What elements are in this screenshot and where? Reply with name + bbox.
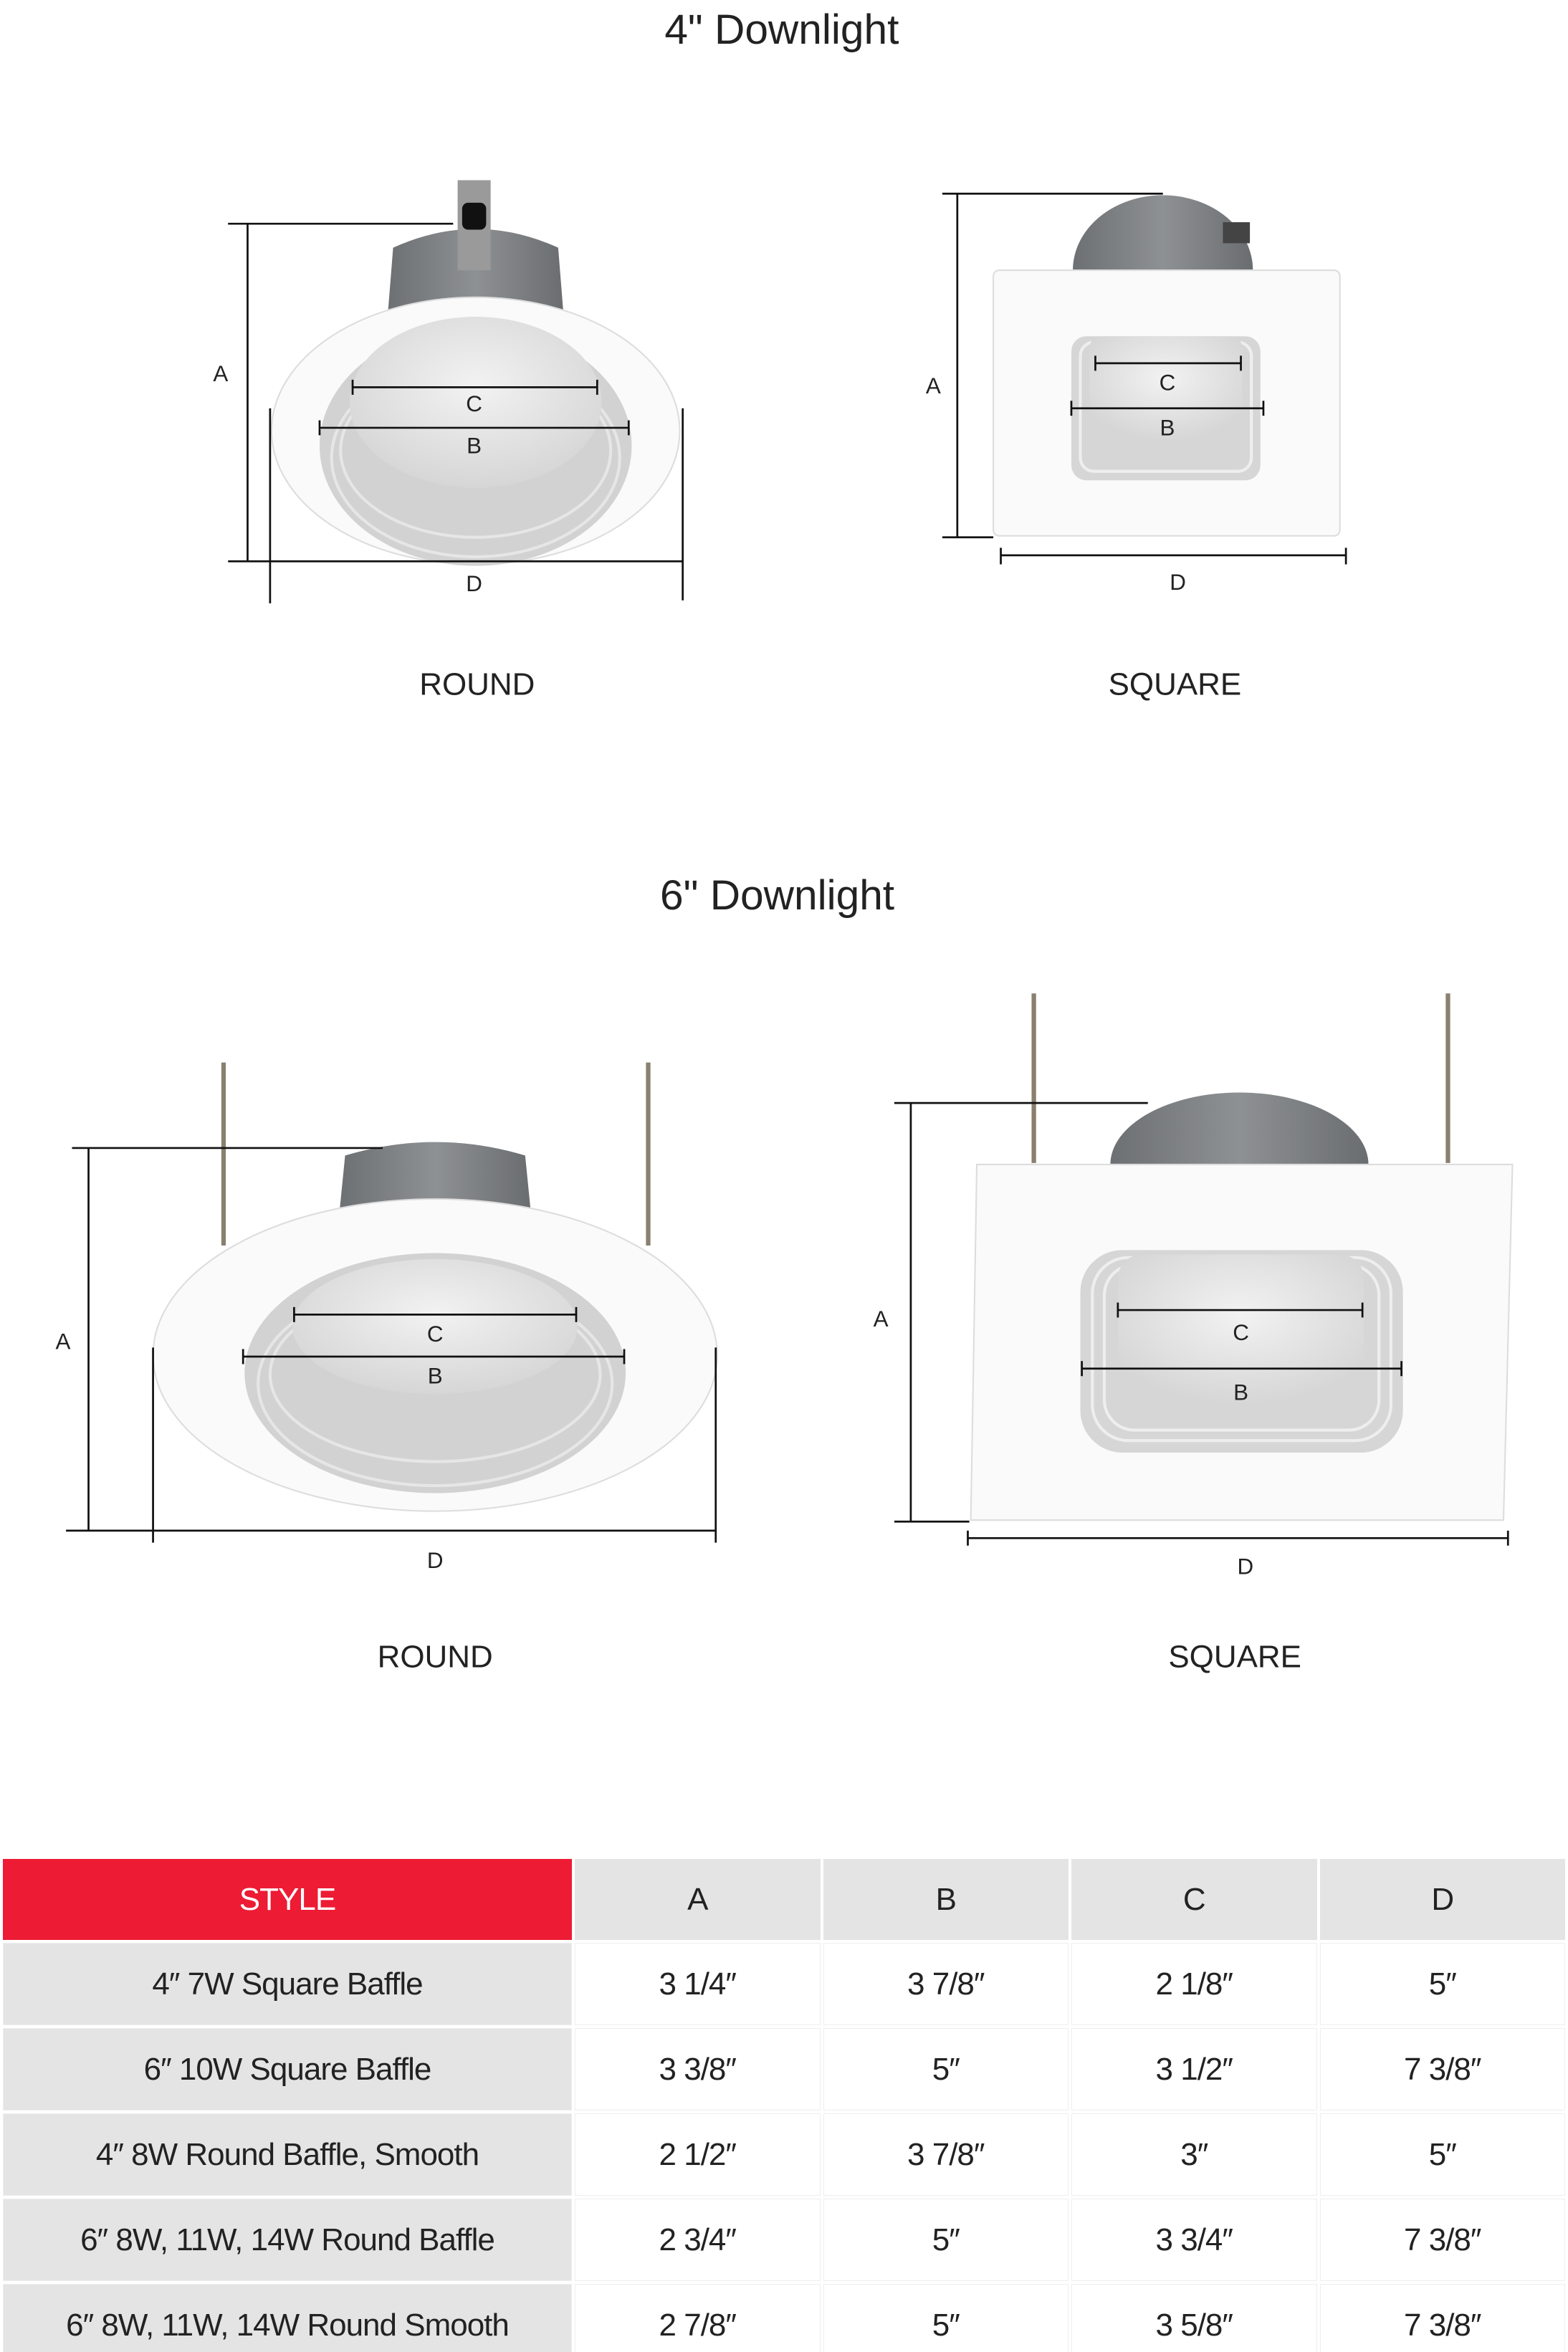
dim-label-c: C xyxy=(427,1321,444,1347)
drawing-4in-square: A C B D SQUARE xyxy=(926,192,1347,702)
table-header-row: STYLE A B C D xyxy=(3,1859,1565,1940)
table-row: 4″ 8W Round Baffle, Smooth 2 1/2″ 3 7/8″… xyxy=(3,2113,1565,2196)
table-row: 6″ 8W, 11W, 14W Round Baffle 2 3/4″ 5″ 3… xyxy=(3,2199,1565,2281)
view-label-round: ROUND xyxy=(378,1639,493,1674)
cell-d: 5″ xyxy=(1319,2113,1565,2196)
table-row: 4″ 7W Square Baffle 3 1/4″ 3 7/8″ 2 1/8″… xyxy=(3,1943,1565,2025)
cell-style: 6″ 10W Square Baffle xyxy=(3,2028,572,2110)
header-d: D xyxy=(1319,1859,1565,1940)
cell-a: 2 7/8″ xyxy=(575,2284,821,2352)
dim-label-d: D xyxy=(1238,1554,1254,1579)
dim-label-d: D xyxy=(427,1548,444,1573)
cell-d: 7 3/8″ xyxy=(1319,2028,1565,2110)
cell-style: 4″ 8W Round Baffle, Smooth xyxy=(3,2113,572,2196)
cell-d: 7 3/8″ xyxy=(1319,2284,1565,2352)
dim-label-a: A xyxy=(55,1329,70,1354)
dim-label-a: A xyxy=(213,361,228,386)
drawing-4in-round: A C B D ROUND xyxy=(213,180,684,702)
cell-style: 6″ 8W, 11W, 14W Round Baffle xyxy=(3,2199,572,2281)
cell-a: 2 1/2″ xyxy=(575,2113,821,2196)
dim-label-b: B xyxy=(1160,415,1175,440)
dim-label-b: B xyxy=(467,434,482,459)
dim-label-b: B xyxy=(1233,1380,1248,1405)
table-row: 6″ 10W Square Baffle 3 3/8″ 5″ 3 1/2″ 7 … xyxy=(3,2028,1565,2110)
dim-label-a: A xyxy=(874,1306,889,1332)
header-a: A xyxy=(575,1859,821,1940)
cell-b: 5″ xyxy=(823,2028,1069,2110)
drawing-6in-square: A C B D SQUARE xyxy=(874,993,1514,1674)
dimension-drawings: 4" Downlight A C B D ROUND A C B D SQUAR… xyxy=(55,6,1514,1674)
header-style: STYLE xyxy=(3,1859,572,1940)
cell-c: 3 1/2″ xyxy=(1071,2028,1317,2110)
dim-label-d: D xyxy=(1170,570,1186,595)
cell-d: 7 3/8″ xyxy=(1319,2199,1565,2281)
table-row: 6″ 8W, 11W, 14W Round Smooth 2 7/8″ 5″ 3… xyxy=(3,2284,1565,2352)
cell-b: 3 7/8″ xyxy=(823,2113,1069,2196)
cell-b: 5″ xyxy=(823,2199,1069,2281)
dim-label-b: B xyxy=(428,1364,443,1389)
header-b: B xyxy=(823,1859,1069,1940)
cell-a: 2 3/4″ xyxy=(575,2199,821,2281)
cell-a: 3 1/4″ xyxy=(575,1943,821,2025)
cell-b: 3 7/8″ xyxy=(823,1943,1069,2025)
drawing-6in-round: A C B D ROUND xyxy=(55,1062,718,1674)
cell-style: 6″ 8W, 11W, 14W Round Smooth xyxy=(3,2284,572,2352)
dimension-table: STYLE A B C D 4″ 7W Square Baffle 3 1/4″… xyxy=(0,1856,1568,2352)
section-title-4in: 4" Downlight xyxy=(664,6,899,53)
dim-label-a: A xyxy=(926,373,941,398)
cell-a: 3 3/8″ xyxy=(575,2028,821,2110)
cell-c: 3 3/4″ xyxy=(1071,2199,1317,2281)
dim-label-c: C xyxy=(466,391,482,416)
view-label-square: SQUARE xyxy=(1168,1639,1301,1674)
view-label-round: ROUND xyxy=(419,667,535,702)
view-label-square: SQUARE xyxy=(1109,667,1242,702)
cell-b: 5″ xyxy=(823,2284,1069,2352)
dim-label-d: D xyxy=(466,571,482,596)
cell-style: 4″ 7W Square Baffle xyxy=(3,1943,572,2025)
cell-d: 5″ xyxy=(1319,1943,1565,2025)
dim-label-c: C xyxy=(1160,371,1176,396)
cell-c: 2 1/8″ xyxy=(1071,1943,1317,2025)
cell-c: 3″ xyxy=(1071,2113,1317,2196)
header-c: C xyxy=(1071,1859,1317,1940)
cell-c: 3 5/8″ xyxy=(1071,2284,1317,2352)
dim-label-c: C xyxy=(1233,1320,1249,1345)
section-title-6in: 6" Downlight xyxy=(660,872,894,919)
